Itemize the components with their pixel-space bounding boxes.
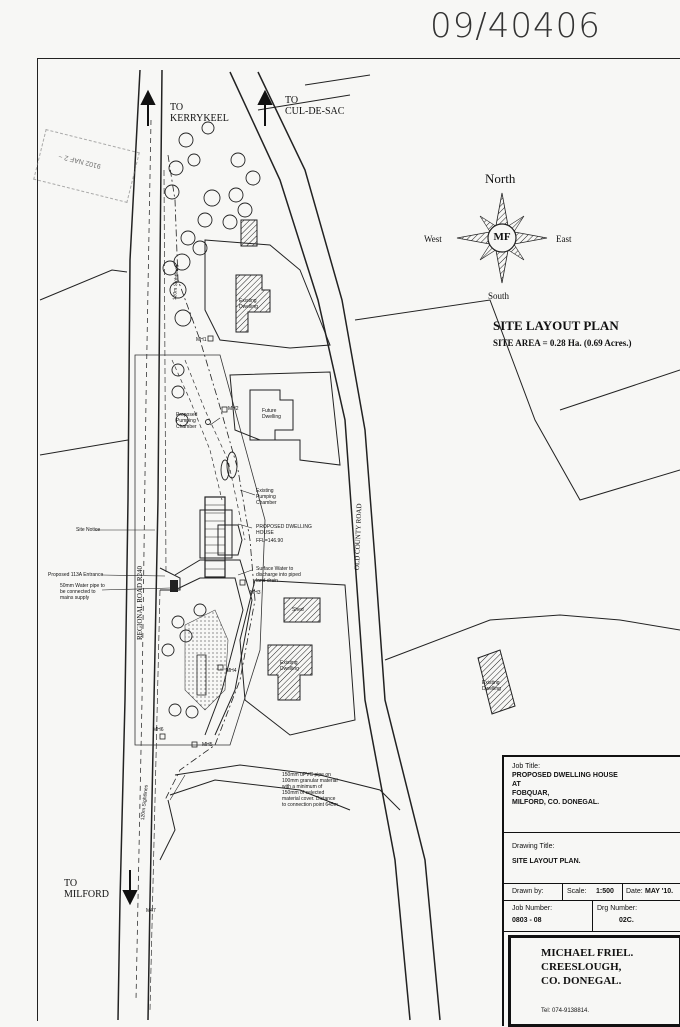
job-number-value: 0803 - 08 <box>512 917 542 924</box>
drawn-by-label: Drawn by: <box>512 888 544 895</box>
sheet-border <box>37 58 680 1021</box>
date-value: MAY '10. <box>645 888 674 895</box>
compass-north: North <box>485 171 516 186</box>
job-title: PROPOSED DWELLING HOUSE AT FOBQUAR, MILF… <box>512 772 618 806</box>
label-site-notice: Site Notice <box>76 527 101 533</box>
label-mh2: MH2 <box>228 406 239 412</box>
regional-road-east-edge <box>147 69 163 1021</box>
reference-number: 09/40406 <box>430 6 601 46</box>
label-m47: M47 <box>146 908 156 914</box>
stamp-text: 9102 NAF 2 ~ <box>57 152 102 170</box>
compass-east: East <box>556 234 572 244</box>
label-existing-dwelling-1: Existing Dwelling <box>239 298 258 310</box>
date-label: Date: <box>626 888 643 895</box>
sightline-north <box>163 169 167 576</box>
compass-west: West <box>424 234 442 244</box>
compass-south: South <box>488 291 510 301</box>
company-tel: Tel: 074-9138814. <box>541 1008 590 1014</box>
label-to-cul-de-sac: TO CUL-DE-SAC <box>285 95 345 117</box>
proposed-dwelling <box>199 496 243 578</box>
label-existing-pumping: Existing Pumping Chamber <box>256 488 277 506</box>
label-water-pipe: 50mm Water pipe to be connected to mains… <box>60 583 105 601</box>
old-county-road-west-edge <box>229 71 411 1021</box>
scale-value: 1:500 <box>596 888 614 895</box>
drawing-title-label: Drawing Title: <box>512 843 555 850</box>
job-number-row: Job Number: 0803 - 08 Drg Number: 02C. <box>504 901 680 932</box>
label-regional-road: REGIONAL ROAD R240 <box>136 565 144 640</box>
drawn-by-row: Drawn by: Scale: 1:500 Date: MAY '10. <box>504 884 680 901</box>
job-title-section: Job Title: PROPOSED DWELLING HOUSE AT FO… <box>504 757 680 833</box>
label-surface-water: Surface Water to discharge into piped la… <box>256 566 301 584</box>
label-entrance: Proposed 113A Entrance <box>48 572 104 578</box>
label-ffl: FFL=146.90 <box>256 538 284 544</box>
label-existing-dwelling-2: Existing Dwelling <box>280 660 299 672</box>
sewer-line <box>164 154 256 801</box>
label-to-kerrykeel: TO KERRYKEEL <box>170 102 229 124</box>
compass-logo: MF <box>493 231 511 243</box>
label-shed: Shed <box>292 607 304 613</box>
label-upvc-pipe: 150mm uPVC pipe on 100mm granular materi… <box>282 772 340 808</box>
drawing-title-section: Drawing Title: SITE LAYOUT PLAN. <box>504 833 680 884</box>
regional-road-west-edge <box>117 69 141 1021</box>
plan-title: SITE LAYOUT PLAN <box>493 318 619 333</box>
label-mh6: MH6 <box>153 727 164 733</box>
compass-rose <box>456 192 548 284</box>
site-boundary <box>134 354 266 746</box>
sightline-south <box>149 589 161 1011</box>
label-proposed-pumping: Proposed Pumping Chamber <box>176 412 198 430</box>
company-box: MICHAEL FRIEL. CREESLOUGH, CO. DONEGAL. … <box>508 935 680 1027</box>
label-existing-dwelling-3: Existing Dwelling <box>482 680 501 692</box>
title-block: Job Title: PROPOSED DWELLING HOUSE AT FO… <box>502 755 680 1027</box>
label-proposed-house: PROPOSED DWELLING HOUSE <box>256 524 312 536</box>
drawing-title: SITE LAYOUT PLAN. <box>512 858 581 865</box>
job-title-label: Job Title: <box>512 763 541 770</box>
drg-number-value: 02C. <box>619 917 634 924</box>
label-mh1: MH1 <box>196 337 207 343</box>
scale-label: Scale: <box>567 888 587 895</box>
old-county-road-east-edge <box>257 71 441 1021</box>
drg-number-label: Drg Number: <box>597 905 638 912</box>
regional-road-centre <box>135 119 152 1001</box>
label-to-milford: TO MILFORD <box>64 878 110 900</box>
company-name: MICHAEL FRIEL. CREESLOUGH, CO. DONEGAL. <box>541 947 634 987</box>
label-mh4: MH4 <box>226 668 237 674</box>
label-future-dwelling: Future Dwelling <box>262 408 281 420</box>
site-area: SITE AREA = 0.28 Ha. (0.69 Acres.) <box>493 338 632 348</box>
job-number-label: Job Number: <box>512 905 553 912</box>
label-mh3: MH3 <box>250 590 261 596</box>
label-mh5: MH5 <box>202 742 213 748</box>
